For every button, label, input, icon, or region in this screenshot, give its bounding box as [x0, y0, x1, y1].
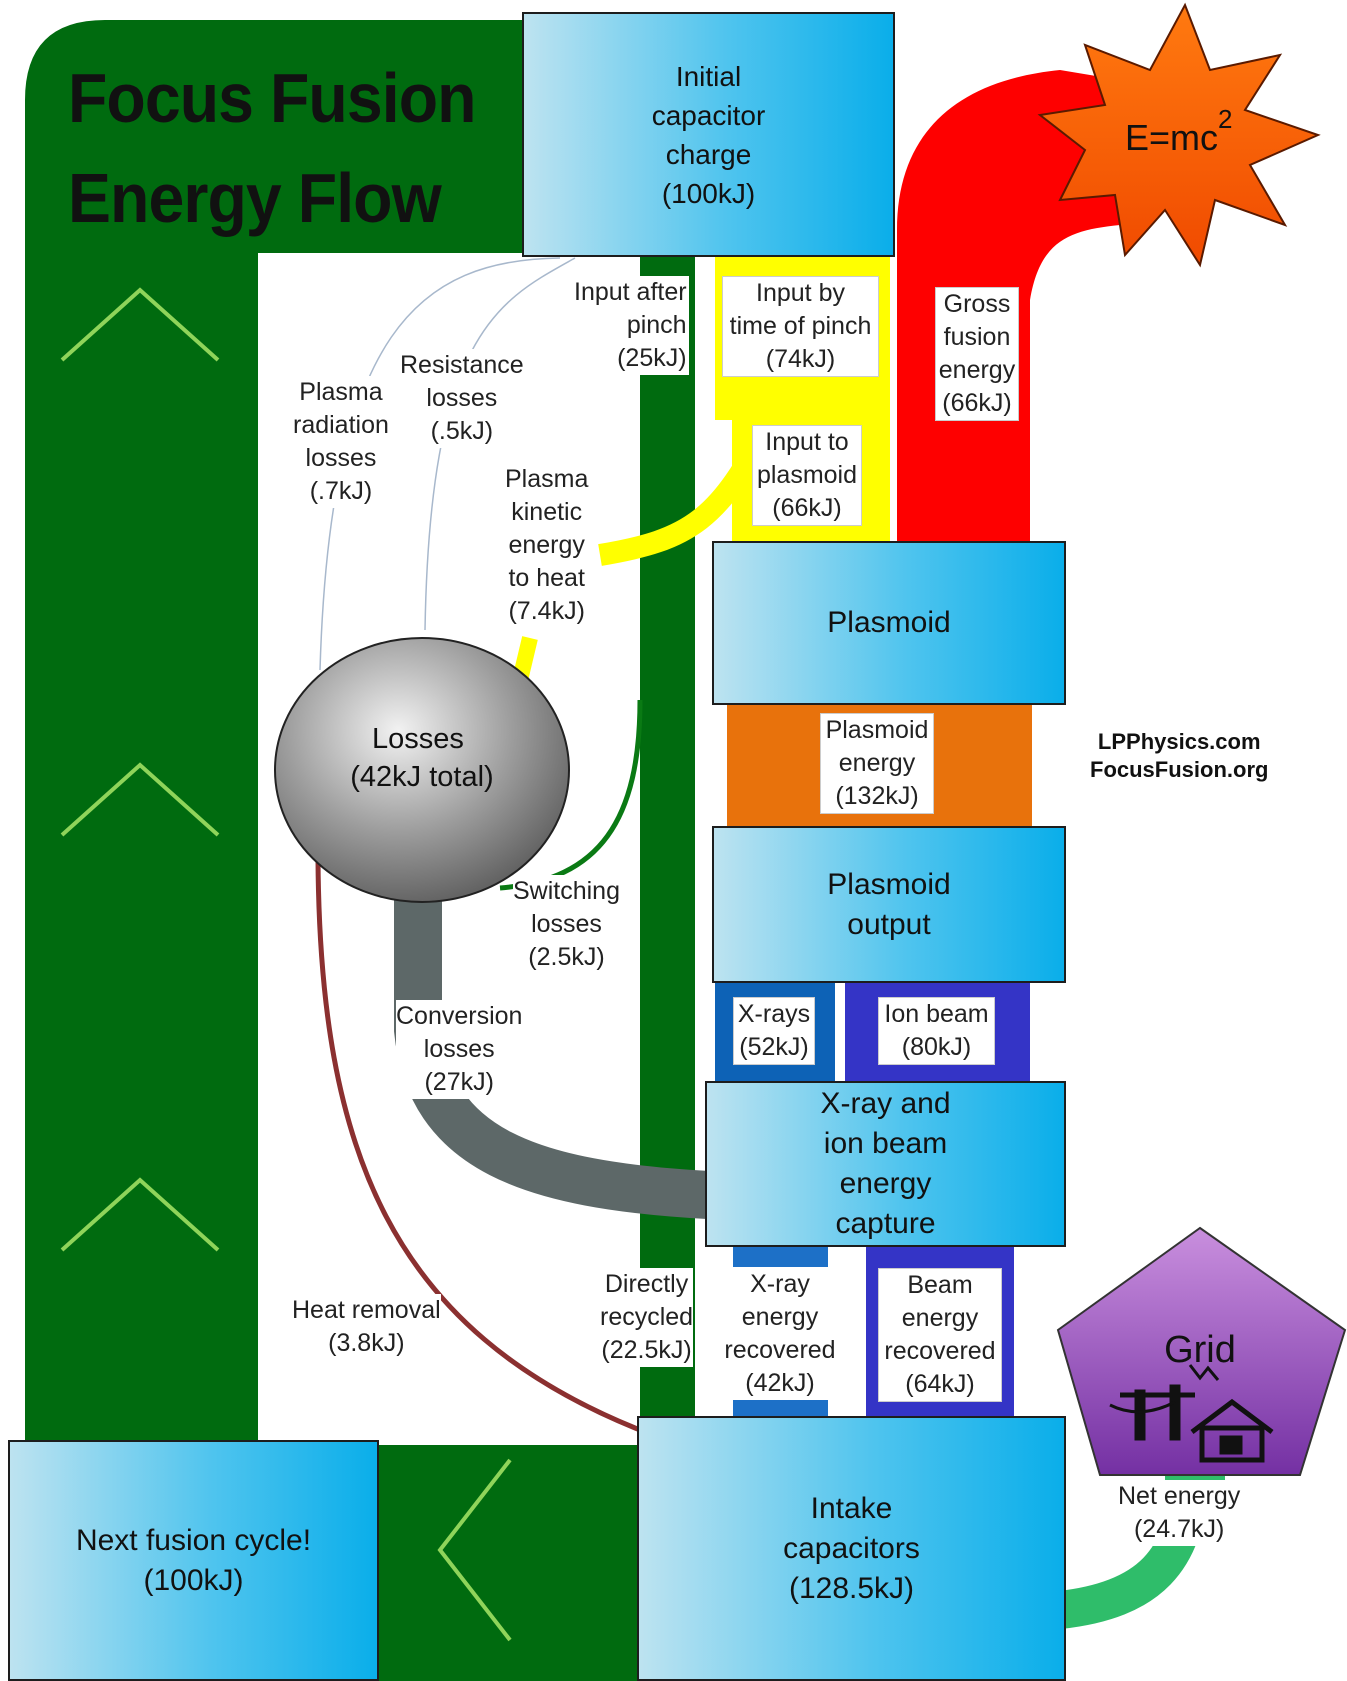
diagram-title: Focus Fusion Energy Flow [68, 59, 476, 237]
heat-removal-flow [315, 859, 641, 1433]
grid-label: Grid [1164, 1329, 1236, 1371]
power-line-icon [1109, 1364, 1220, 1441]
net-energy-label: Net energy(24.7kJ) [1118, 1480, 1241, 1546]
recycle-loop-left [25, 20, 545, 1440]
xray-recovered-flow-bottom [733, 1400, 828, 1420]
house-icon [1190, 1398, 1274, 1463]
credit-focusfusion: FocusFusion.org [1090, 757, 1269, 782]
heat-removal-label: Heat removal(3.8kJ) [292, 1294, 441, 1360]
chevron-left-icon [437, 1458, 512, 1642]
chevron-up-icon [60, 1177, 220, 1252]
chevron-up-icon [60, 287, 220, 362]
plasmoid-node: Plasmoid [712, 541, 1066, 705]
plasma-radiation-flow [319, 257, 561, 671]
xrays-label: X-rays(52kJ) [733, 997, 815, 1065]
credit-lpphysics: LPPhysics.com [1097, 729, 1261, 754]
xray-recovered-flow-top [733, 1245, 828, 1267]
losses-label: Losses (42kJ total) [350, 723, 493, 793]
next-fusion-cycle-node: Next fusion cycle!(100kJ) [8, 1440, 379, 1681]
ion-beam-label: Ion beam(80kJ) [878, 997, 995, 1065]
credits: LPPhysics.com FocusFusion.org [1090, 728, 1268, 784]
resistance-losses-flow [424, 257, 576, 631]
chevron-up-icon [60, 762, 220, 837]
input-after-pinch-stream [640, 240, 695, 1420]
grid-node [1056, 1226, 1347, 1476]
emc-label: E=mc2 [1125, 104, 1233, 158]
losses-node [274, 637, 570, 903]
emc-star [1037, 2, 1321, 268]
